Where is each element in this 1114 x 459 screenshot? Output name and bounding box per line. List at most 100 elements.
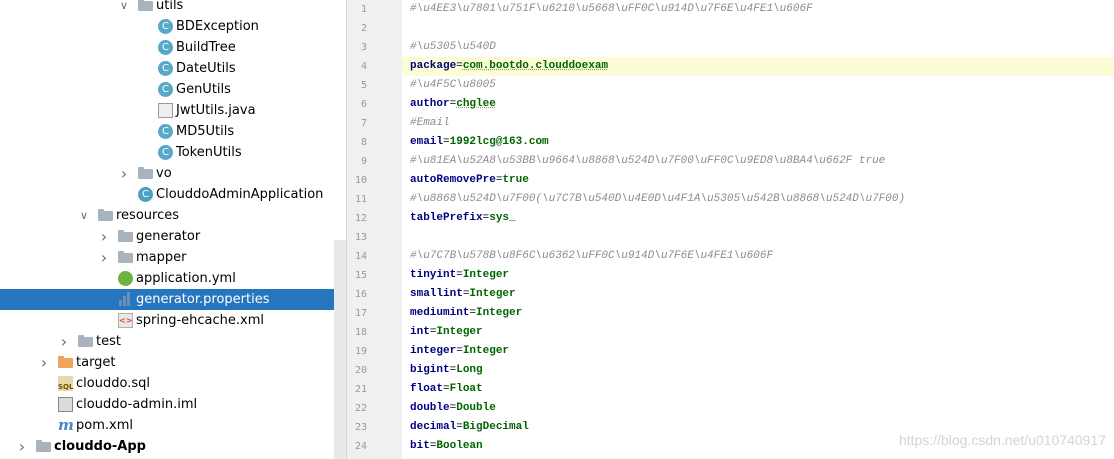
property-key: mediumint	[410, 307, 470, 319]
tree-item-label: MD5Utils	[176, 124, 235, 139]
tree-item[interactable]: application.yml	[0, 268, 346, 289]
code-line[interactable]: #\u8868\u524D\u7F00(\u7C7B\u540D\u4E0D\u…	[402, 190, 1114, 209]
code-line[interactable]: bigint=Long	[402, 361, 1114, 380]
property-key: package	[410, 60, 457, 72]
code-line[interactable]: email=1992lcg@163.com	[402, 133, 1114, 152]
tree-item-label: application.yml	[136, 271, 236, 286]
code-line[interactable]: tinyint=Integer	[402, 266, 1114, 285]
code-line[interactable]: #\u4EE3\u7801\u751F\u6210\u5668\uFF0C\u9…	[402, 0, 1114, 19]
tree-item[interactable]: › test	[0, 331, 346, 352]
line-number: 4	[360, 61, 367, 72]
property-key: tablePrefix	[410, 212, 483, 224]
property-value: Integer	[476, 307, 523, 319]
code-line[interactable]: mediumint=Integer	[402, 304, 1114, 323]
tree-item[interactable]: JwtUtils.java	[0, 100, 346, 121]
line-number: 21	[354, 384, 367, 395]
spring-boot-class-icon: C	[138, 187, 153, 202]
properties-editor[interactable]: #\u4EE3\u7801\u751F\u6210\u5668\uFF0C\u9…	[402, 0, 1114, 459]
code-line[interactable]: tablePrefix=sys_	[402, 209, 1114, 228]
line-number: 7	[360, 118, 367, 129]
line-number: 14	[354, 251, 367, 262]
tree-item[interactable]: clouddo-admin.iml	[0, 394, 346, 415]
code-line[interactable]: author=chglee	[402, 95, 1114, 114]
property-separator: =	[456, 421, 463, 433]
tree-item[interactable]: generator.properties	[0, 289, 346, 310]
line-number: 19	[354, 346, 367, 357]
chevron-right-icon[interactable]: ›	[18, 437, 26, 456]
tree-item-label: clouddo.sql	[76, 376, 150, 391]
property-key: float	[410, 383, 444, 395]
code-line[interactable]: integer=Integer	[402, 342, 1114, 361]
property-key: smallint	[410, 288, 463, 300]
code-line[interactable]: float=Float	[402, 380, 1114, 399]
property-value: sys_	[489, 212, 516, 224]
code-line[interactable]: int=Integer	[402, 323, 1114, 342]
project-tree-scrollbar[interactable]	[334, 240, 346, 459]
tree-item-label: BDException	[176, 19, 259, 34]
tree-item-label: generator	[136, 229, 201, 244]
tree-item-label: DateUtils	[176, 61, 236, 76]
folder-icon	[78, 334, 93, 349]
tree-item[interactable]: ›vo	[0, 163, 346, 184]
tree-item[interactable]: ∨utils	[0, 0, 346, 16]
folder-icon	[118, 250, 133, 265]
chevron-right-icon[interactable]: ›	[100, 227, 108, 246]
tree-item-label: BuildTree	[176, 40, 236, 55]
properties-file-icon	[118, 292, 133, 307]
tree-item[interactable]: ›target	[0, 352, 346, 373]
line-number: 24	[354, 441, 367, 452]
property-value: 1992lcg@163.com	[449, 136, 549, 148]
tree-item[interactable]: ∨resources	[0, 205, 346, 226]
line-number: 13	[354, 232, 367, 243]
property-key: double	[410, 402, 450, 414]
tree-item[interactable]: ›clouddo-App	[0, 436, 346, 457]
line-number: 22	[354, 403, 367, 414]
code-line[interactable]: #\u7C7B\u578B\u8F6C\u6362\uFF0C\u914D\u7…	[402, 247, 1114, 266]
tree-item-label: clouddo-admin.iml	[76, 397, 198, 412]
property-key: int	[410, 326, 430, 338]
line-number: 9	[360, 156, 367, 167]
chevron-right-icon[interactable]: ›	[40, 353, 48, 372]
chevron-right-icon[interactable]: ›	[60, 332, 68, 351]
code-line[interactable]	[402, 19, 1114, 38]
property-separator: =	[429, 326, 437, 338]
code-line[interactable]: smallint=Integer	[402, 285, 1114, 304]
code-line[interactable]: #\u5305\u540D	[402, 38, 1114, 57]
tree-item[interactable]: ›mapper	[0, 247, 346, 268]
tree-item[interactable]: › generator	[0, 226, 346, 247]
code-line[interactable]: bit=Boolean	[402, 437, 1114, 456]
code-line[interactable]: decimal=BigDecimal	[402, 418, 1114, 437]
tree-item-label: test	[96, 334, 121, 349]
code-line[interactable]: double=Double	[402, 399, 1114, 418]
line-number: 10	[354, 175, 367, 186]
chevron-down-icon[interactable]: ∨	[79, 209, 89, 222]
property-separator: =	[449, 364, 457, 376]
property-value: Double	[456, 402, 496, 414]
tree-item-label: GenUtils	[176, 82, 231, 97]
code-line[interactable]: autoRemovePre=true	[402, 171, 1114, 190]
line-number: 11	[354, 194, 367, 205]
chevron-down-icon[interactable]: ∨	[119, 0, 129, 12]
code-line[interactable]: package=com.bootdo.clouddoexam	[402, 57, 1114, 76]
java-class-icon: C	[158, 124, 173, 139]
code-line[interactable]: #\u81EA\u52A8\u53BB\u9664\u8868\u524D\u7…	[402, 152, 1114, 171]
chevron-right-icon[interactable]: ›	[100, 248, 108, 267]
property-separator: =	[449, 98, 457, 110]
java-class-icon: C	[158, 145, 173, 160]
code-line[interactable]: #Email	[402, 114, 1114, 133]
chevron-right-icon[interactable]: ›	[120, 164, 128, 183]
tree-item[interactable]: <>spring-ehcache.xml	[0, 310, 346, 331]
code-line[interactable]: #\u4F5C\u8005	[402, 76, 1114, 95]
code-line[interactable]	[402, 228, 1114, 247]
